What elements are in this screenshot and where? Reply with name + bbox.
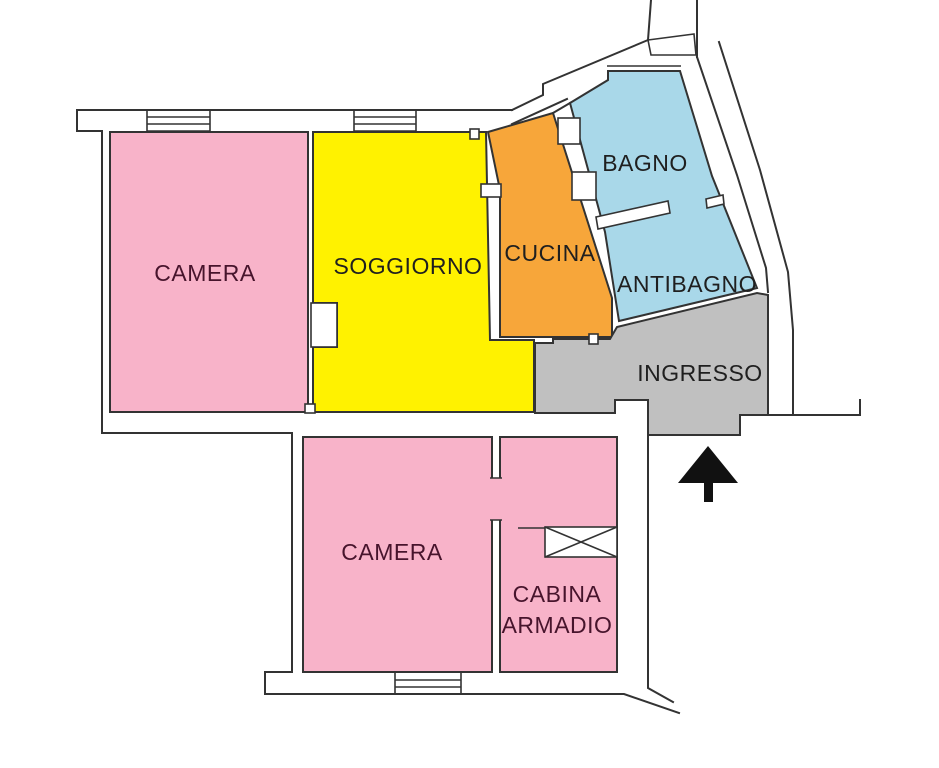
- interior-walls: [490, 194, 725, 529]
- label-cabina: CABINA: [513, 581, 602, 607]
- door-openings: [304, 117, 599, 414]
- wall-left-bottom-run: [101, 130, 681, 715]
- door-soggiorno-cucina: [480, 183, 502, 198]
- wall-diagonal-top-outer: [510, 38, 650, 112]
- wardrobe-symbol: [544, 526, 618, 558]
- wall-diagonal-top-inner: [510, 97, 569, 126]
- label-soggiorno: SOGGIORNO: [334, 253, 483, 279]
- wall-top-stubs: [646, 0, 698, 58]
- exterior-walls: [76, 0, 861, 715]
- wall-entrance-channel: [647, 434, 675, 704]
- wall-top-box: [647, 33, 697, 56]
- door-camera2-cabina: [490, 478, 502, 520]
- wall-bagno-antibagno: [595, 200, 671, 230]
- wall-cucina-bagno-link: [551, 101, 572, 115]
- window-camera1-icon: [146, 110, 211, 132]
- wall-notch-camera1-bottom: [304, 403, 316, 414]
- wall-stub-antibagno: [705, 194, 725, 209]
- label-ingresso: INGRESSO: [637, 360, 762, 386]
- wall-notch-bagno-top: [557, 117, 581, 145]
- window-camera2-icon: [394, 673, 462, 695]
- label-armadio: ARMADIO: [502, 612, 613, 638]
- label-camera-2: CAMERA: [341, 539, 443, 565]
- label-camera-1: CAMERA: [154, 260, 256, 286]
- rooms: [109, 70, 769, 673]
- entrance-arrow-icon: [678, 446, 738, 483]
- entrance-arrow: [678, 446, 738, 502]
- room-camera-2: [302, 436, 493, 673]
- door-camera1-soggiorno: [310, 302, 338, 348]
- room-bagno-antibagno: [568, 70, 759, 323]
- wall-top-left-jog: [76, 109, 103, 132]
- label-antibagno: ANTIBAGNO: [617, 271, 757, 297]
- wall-right-inner: [695, 55, 770, 294]
- wall-right-outer: [717, 40, 794, 416]
- wardrobe-x-lines: [544, 526, 618, 558]
- wall-bottom-right: [767, 399, 861, 416]
- label-bagno: BAGNO: [602, 150, 688, 176]
- room-ingresso: [534, 291, 769, 436]
- room-camera-1: [109, 131, 309, 413]
- door-cucina-antibagno: [571, 171, 597, 201]
- windows: [146, 110, 462, 695]
- room-labels: CAMERA SOGGIORNO CUCINA BAGNO ANTIBAGNO …: [154, 150, 762, 638]
- window-soggiorno-icon: [353, 110, 417, 132]
- entrance-arrow-stem: [704, 483, 713, 502]
- wall-notch-soggiorno-top: [469, 128, 480, 140]
- wall-notch-cucina-bottom: [588, 333, 599, 345]
- door-jamb-lines: [490, 477, 502, 521]
- label-cucina: CUCINA: [504, 240, 595, 266]
